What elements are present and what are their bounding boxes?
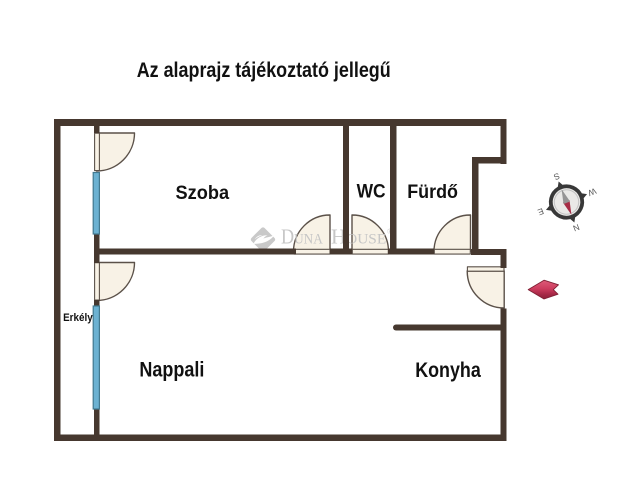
svg-text:Az alaprajz tájékoztató jelleg: Az alaprajz tájékoztató jellegű bbox=[137, 58, 391, 82]
svg-text:S: S bbox=[552, 171, 561, 182]
svg-text:Nappali: Nappali bbox=[139, 358, 204, 382]
svg-text:Fürdő: Fürdő bbox=[407, 182, 458, 203]
svg-text:Konyha: Konyha bbox=[415, 358, 481, 382]
svg-text:Szoba: Szoba bbox=[176, 183, 230, 204]
svg-text:N: N bbox=[572, 222, 581, 234]
svg-text:Erkély: Erkély bbox=[63, 312, 93, 324]
svg-text:WC: WC bbox=[357, 182, 386, 203]
svg-text:DUNA: DUNA bbox=[281, 226, 323, 249]
svg-text:W: W bbox=[587, 186, 598, 198]
svg-text:E: E bbox=[536, 206, 545, 217]
